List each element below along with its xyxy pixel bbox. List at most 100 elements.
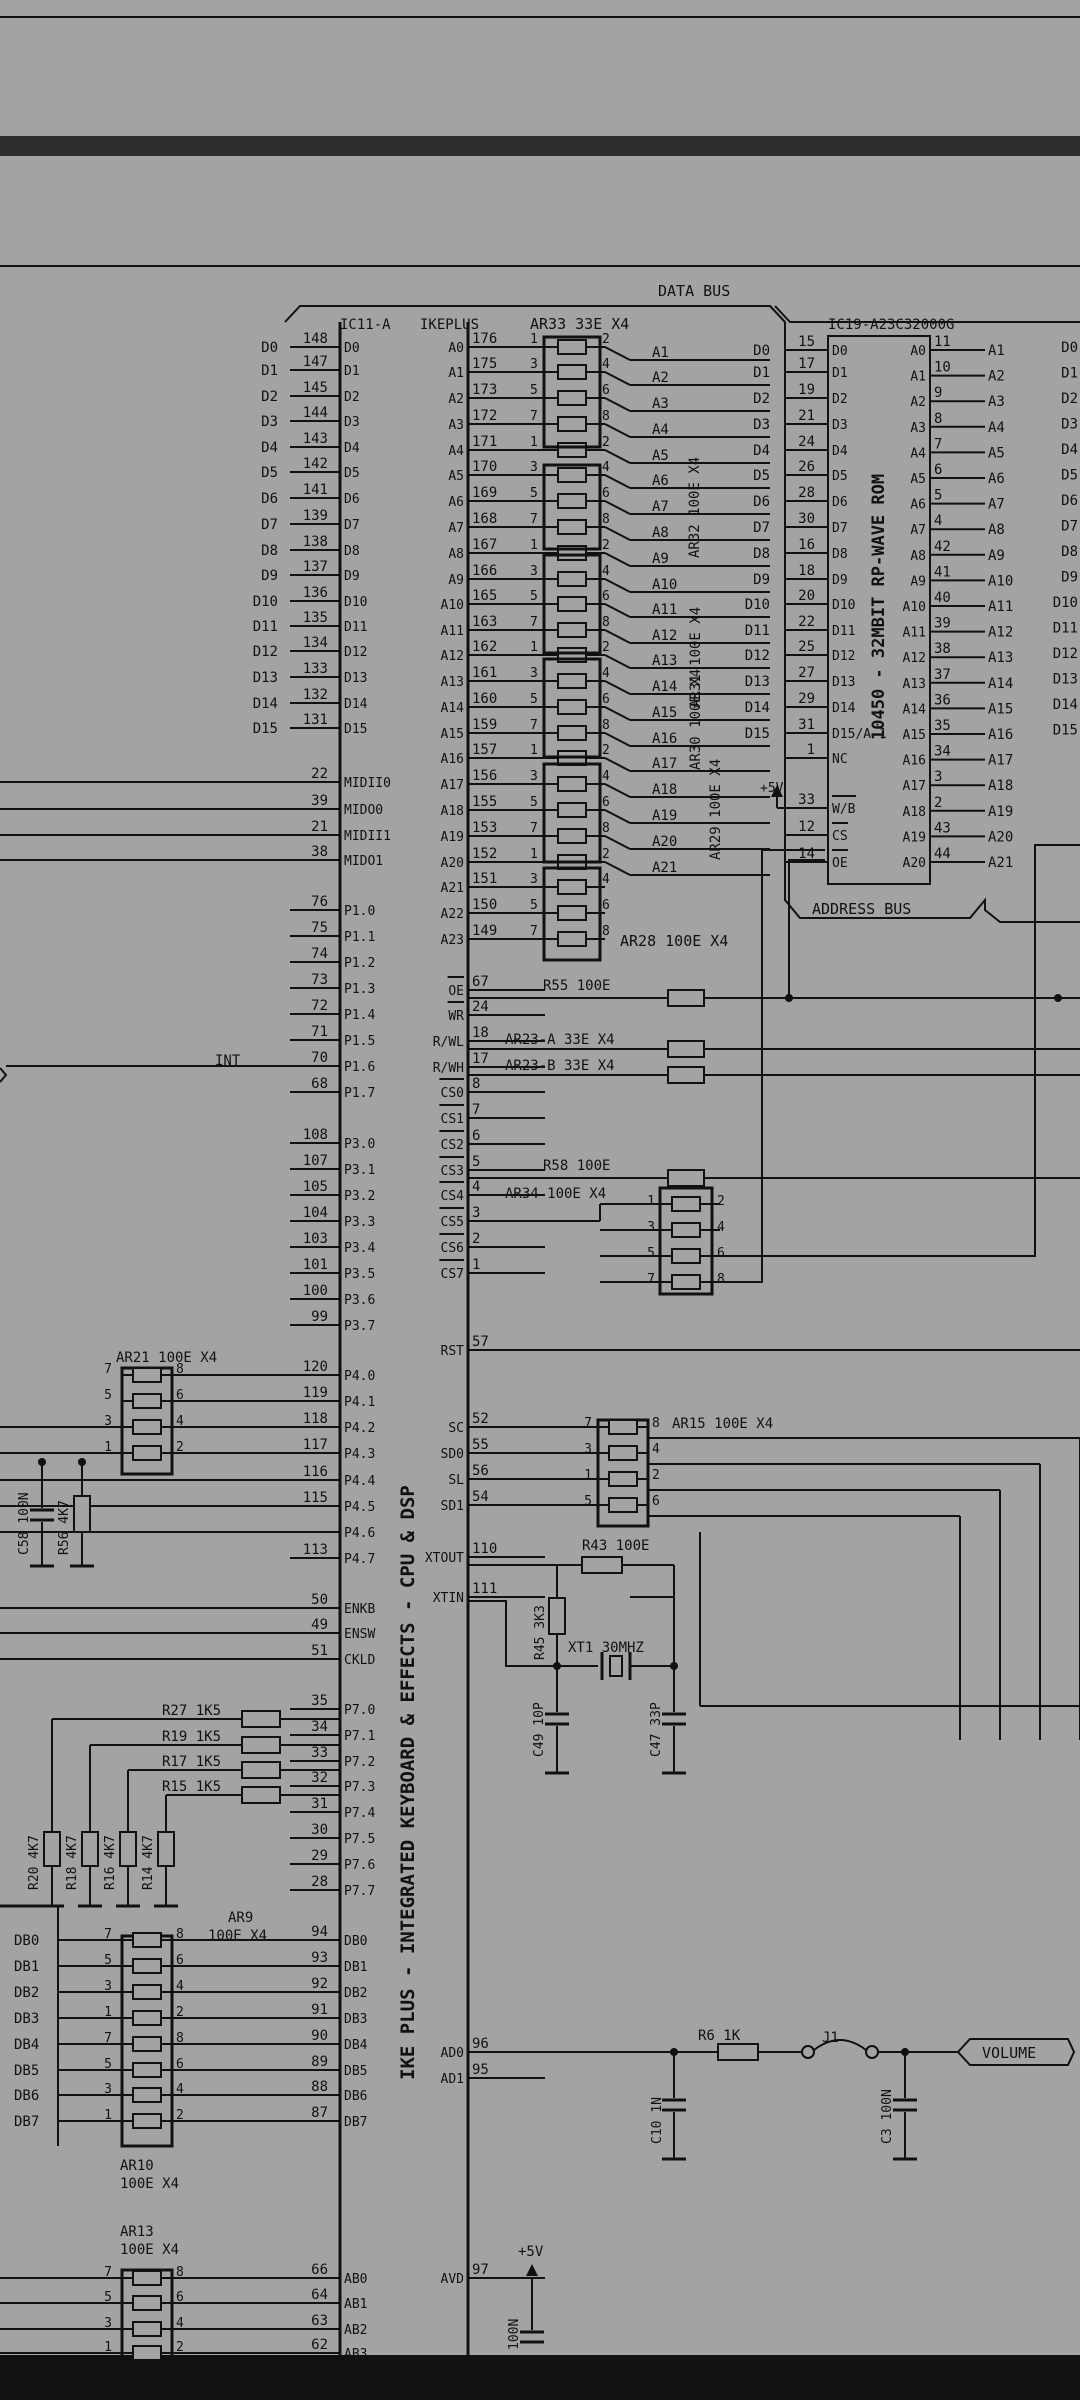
pin-number: 55: [472, 1437, 489, 1453]
array-pin: 1: [530, 640, 538, 655]
array-pin: 4: [176, 2082, 184, 2097]
pin-number: 150: [472, 897, 497, 913]
pin-name: P4.2: [344, 1421, 375, 1436]
net-label: D0: [753, 343, 770, 359]
far-net-label: D10: [1053, 595, 1078, 611]
pull-resistor: [157, 1831, 175, 1867]
array-pin: 7: [530, 409, 538, 424]
array-pin: 4: [652, 1442, 660, 1457]
array-pin: 3: [584, 1442, 592, 1457]
array-pin: 4: [602, 769, 610, 784]
pin-name: D5: [344, 466, 360, 481]
pin-name: A11: [903, 626, 926, 641]
r55-label: R55 100E: [543, 978, 610, 994]
pin-name: P7.5: [344, 1832, 375, 1847]
ar31-label: AR31 100E X4: [688, 607, 704, 708]
control-nets: R55 100E AR23-A 33E X4 AR23-B 33E X4 R58…: [468, 844, 1080, 1351]
pin-name: A14: [441, 701, 465, 716]
address-net-label: A8: [652, 525, 669, 541]
ar34-label: AR34 100E X4: [505, 1186, 606, 1202]
pin-name: P4.0: [344, 1369, 375, 1384]
pin-name: SD1: [441, 1499, 464, 1514]
pin-name: D1: [344, 364, 360, 379]
net-label: D12: [253, 644, 278, 660]
far-net-label: D0: [1061, 340, 1078, 356]
pin-name: D6: [832, 495, 848, 510]
ar23a-label: AR23-A 33E X4: [505, 1032, 615, 1048]
pin-name: D7: [832, 521, 848, 536]
array-pin: 6: [176, 2057, 184, 2072]
net-label: D13: [253, 670, 278, 686]
pin-name: A10: [903, 600, 926, 615]
ar13-value: 100E X4: [120, 2242, 179, 2258]
pin-name: MIDO0: [344, 803, 383, 818]
array-pin: 7: [530, 821, 538, 836]
net-label: D7: [261, 517, 278, 533]
array-pin: 5: [104, 1388, 112, 1403]
ic11-cpu-dsp: IC11-A IKEPLUS IKE PLUS - INTEGRATED KEY…: [0, 317, 545, 2362]
pin-number: 172: [472, 408, 497, 424]
array-pin: 8: [176, 1362, 184, 1377]
r58-label: R58 100E: [543, 1158, 610, 1174]
pin-number: 71: [311, 1024, 328, 1040]
ic11-vertical-title: IKE PLUS - INTEGRATED KEYBOARD & EFFECTS…: [397, 1485, 419, 2080]
array-pin: 7: [104, 2265, 112, 2280]
pin-number: 137: [303, 559, 328, 575]
r58: [667, 1169, 705, 1187]
pin-name: A21: [441, 881, 464, 896]
ar15-label: AR15 100E X4: [672, 1416, 773, 1432]
pin-name: NC: [832, 752, 848, 767]
far-net-label: D4: [1061, 442, 1078, 458]
db-net-label: DB7: [14, 2114, 39, 2130]
pin-number: 116: [303, 1464, 328, 1480]
array-pin: 1: [104, 1440, 112, 1455]
pin-name: AD1: [441, 2072, 464, 2087]
pin-number: 5: [472, 1154, 480, 1170]
pin-number: 1: [807, 742, 815, 758]
pin-name: D9: [344, 569, 360, 584]
pin-number: 26: [798, 459, 815, 475]
array-pin: 4: [602, 872, 610, 887]
pin-name: CS: [832, 829, 848, 844]
pin-number: 50: [311, 1592, 328, 1608]
array-pin: 1: [530, 332, 538, 347]
pin-number: 119: [303, 1385, 328, 1401]
pin-number: 44: [934, 846, 951, 862]
r6-label: R6 1K: [698, 2028, 741, 2044]
pin-number: 132: [303, 687, 328, 703]
pin-name: CS0: [441, 1086, 464, 1101]
pin-name: A19: [903, 830, 926, 845]
far-net-label: D6: [1061, 493, 1078, 509]
net-label: D6: [261, 491, 278, 507]
address-net-label: A15: [652, 705, 677, 721]
pin-name: A20: [441, 856, 464, 871]
pin-name: P4.3: [344, 1447, 375, 1462]
pin-name: D2: [832, 392, 848, 407]
ic19-pin-w-b: 33W/B: [785, 792, 856, 817]
array-pin: 1: [104, 2005, 112, 2020]
array-pin: 3: [104, 2082, 112, 2097]
pin-name: D6: [344, 492, 360, 507]
db-net-label: DB5: [14, 2063, 39, 2079]
array-pin: 5: [530, 795, 538, 810]
